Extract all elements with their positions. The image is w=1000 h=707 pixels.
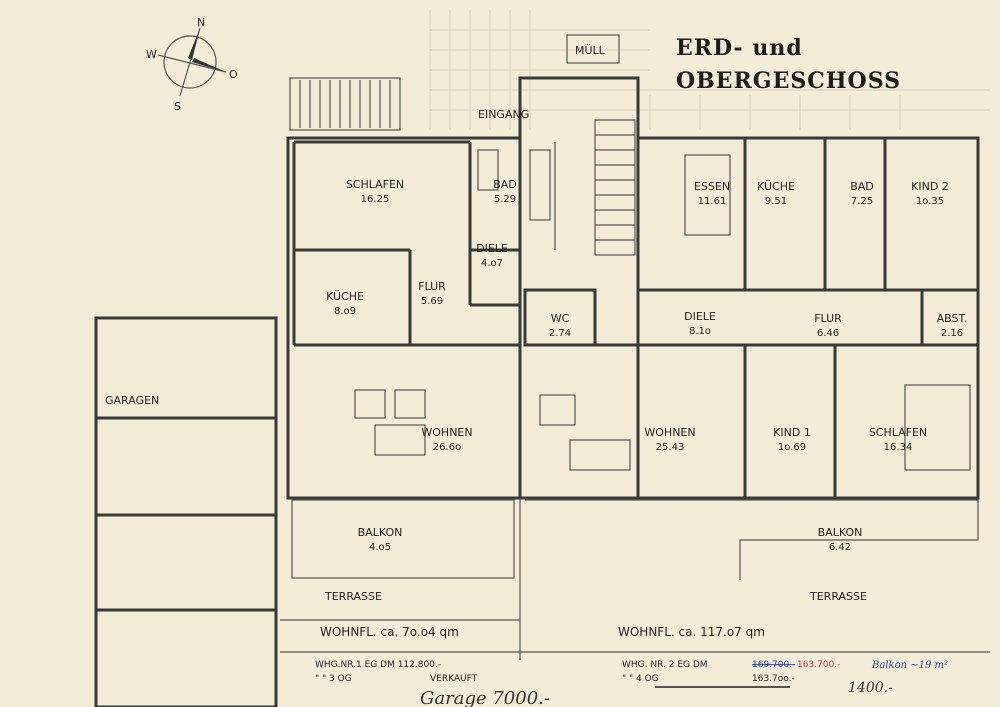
room-area: 25.43 — [656, 442, 685, 453]
room-area: 8.o9 — [334, 306, 356, 317]
room-name: DIELE — [684, 310, 716, 323]
room-name: KÜCHE — [757, 180, 795, 193]
room-name: ABST. — [937, 312, 968, 325]
room-name: WC — [551, 312, 570, 325]
room-name: ESSEN — [694, 180, 730, 193]
room-area: 1o.35 — [916, 196, 944, 207]
room-area: 6.42 — [829, 542, 851, 553]
garages: GARAGEN — [94, 316, 278, 707]
room-name: WOHNEN — [421, 426, 472, 439]
compass-n: N — [197, 16, 205, 29]
handwriting-amount: 1400.- — [848, 680, 893, 696]
room-name: FLUR — [418, 280, 446, 293]
handwriting-balkon: Balkon ~19 m² — [871, 660, 948, 671]
room-name: SCHLAFEN — [869, 426, 927, 439]
whg2-price-old: 169.700.- — [752, 660, 795, 670]
room-area: 8.1o — [689, 326, 711, 337]
compass-s: S — [174, 100, 181, 113]
title-line-1: ERD- und — [676, 35, 803, 61]
terrasse-right-label: TERRASSE — [809, 590, 867, 603]
compass-rose: N O S W — [146, 16, 238, 113]
whg1-verkauft: VERKAUFT — [430, 674, 478, 684]
wohnfl-left: WOHNFL. ca. 7o.o4 qm — [320, 625, 459, 639]
building-walls — [286, 76, 980, 500]
room-area: 7.25 — [851, 196, 873, 207]
room-area: 16.34 — [884, 442, 913, 453]
balconies — [280, 498, 979, 660]
room-area: 26.6o — [433, 442, 461, 453]
room-area: 4.o5 — [369, 542, 391, 553]
whg2-line2: " " 4 OG — [622, 674, 659, 684]
wohnfl-right: WOHNFL. ca. 117.o7 qm — [618, 625, 765, 639]
room-name: KIND 2 — [911, 180, 949, 193]
room-name: WOHNEN — [644, 426, 695, 439]
room-area: 16.25 — [361, 194, 390, 205]
whg1-line2: " " 3 OG — [315, 674, 352, 684]
room-area: 11.61 — [698, 196, 727, 207]
room-area: 4.o7 — [481, 258, 503, 269]
upper-balcony — [289, 77, 401, 131]
terrasse-left-label: TERRASSE — [324, 590, 382, 603]
handwriting-garage: Garage 7000.- — [420, 688, 550, 707]
room-name: FLUR — [814, 312, 842, 325]
title-line-2: OBERGESCHOSS — [676, 68, 901, 94]
room-name: KIND 1 — [773, 426, 811, 439]
room-area: 2.16 — [941, 328, 963, 339]
drafting-grid — [429, 10, 990, 130]
muell-label: MÜLL — [575, 44, 606, 57]
room-area: 5.29 — [494, 194, 516, 205]
garagen-label: GARAGEN — [105, 394, 159, 407]
room-name: DIELE — [476, 242, 508, 255]
room-name: SCHLAFEN — [346, 178, 404, 191]
room-labels: SCHLAFEN16.25BAD5.29DIELE4.o7KÜCHE8.o9FL… — [326, 178, 967, 553]
furniture — [354, 149, 971, 471]
whg2-line1: WHG. NR. 2 EG DM — [622, 660, 708, 670]
room-area: 5.69 — [421, 296, 443, 307]
room-area: 6.46 — [817, 328, 839, 339]
room-name: BALKON — [818, 526, 863, 539]
whg2-price-new: 163.700.- — [797, 660, 840, 670]
room-name: BALKON — [358, 526, 403, 539]
room-area: 2.74 — [549, 328, 571, 339]
room-area: 1o.69 — [778, 442, 806, 453]
room-name: KÜCHE — [326, 290, 364, 303]
compass-o: O — [229, 68, 238, 81]
room-area: 9.51 — [765, 196, 787, 207]
eingang-label: EINGANG — [478, 108, 529, 121]
whg2-price-og: 163.7oo.- — [752, 674, 795, 684]
room-name: BAD — [850, 180, 874, 193]
whg1-line1: WHG.NR.1 EG DM 112.800.- — [315, 660, 441, 670]
room-name: BAD — [493, 178, 517, 191]
muell-box — [566, 34, 620, 64]
compass-w: W — [146, 48, 157, 61]
